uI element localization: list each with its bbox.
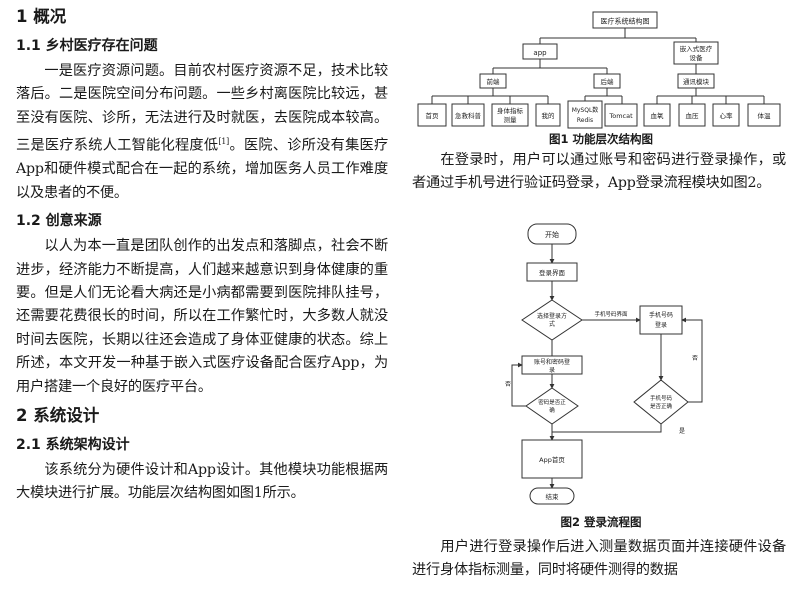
leaf-hr bbox=[712, 103, 740, 127]
node-embedded-label-2: 设备 bbox=[690, 53, 704, 62]
flow-verify-phone-1: 手机号码 bbox=[650, 394, 673, 402]
subsection-heading-1-2: 1.2 创意来源 bbox=[16, 213, 102, 230]
paragraph-rural-problems: 一是医疗资源问题。目前农村医疗资源不足，技术比较落后。二是医院空间分布问题。一些… bbox=[16, 60, 388, 205]
flow-choose-method bbox=[521, 299, 583, 341]
leaf-temp-label: 体温 bbox=[758, 111, 772, 120]
node-embedded-label-1: 嵌入式医疗 bbox=[680, 44, 713, 53]
leaf-home-label: 首页 bbox=[426, 111, 440, 120]
flow-account-login-1: 账号和密码登 bbox=[534, 358, 570, 366]
leaf-spo2-label: 血氧 bbox=[651, 111, 665, 120]
right-column: 医疗系统结构图 app 嵌入式医疗 设备 前端 后端 通讯模块 首页 bbox=[412, 0, 790, 590]
leaf-tomcat bbox=[604, 103, 638, 127]
flow-phone-login-2: 登录 bbox=[655, 321, 667, 329]
paragraph-architecture: 该系统分为硬件设计和App设计。其他模块功能根据两大模块进行扩展。功能层次结构图… bbox=[16, 462, 388, 502]
paragraph-measurement: 用户进行登录操作后进入测量数据页面并连接硬件设备进行身体指标测量，同时将硬件测得… bbox=[412, 539, 786, 579]
flow-start-label: 开始 bbox=[545, 230, 559, 239]
leaf-measure bbox=[491, 103, 529, 127]
node-comm-label: 通讯模块 bbox=[683, 77, 710, 86]
flow-phone-login-1: 手机号码 bbox=[649, 311, 673, 319]
flow-verify-pwd-2: 确 bbox=[549, 406, 555, 414]
paragraph-text: 一是医疗资源问题。目前农村医疗资源不足，技术比较落后。二是医院空间分布问题。一些… bbox=[16, 63, 388, 154]
paragraph-idea-source: 以人为本一直是团队创作的出发点和落脚点，社会不断进步，经济能力不断提高，人们越来… bbox=[16, 238, 388, 395]
flow-verify-phone-2: 是否正确 bbox=[650, 402, 673, 410]
section-heading-1: 1 概况 bbox=[16, 7, 67, 26]
mid-text-wrap: 在登录时，用户可以通过账号和密码进行登录操作，或者通过手机号进行验证码登录，Ap… bbox=[412, 149, 786, 196]
leaf-home bbox=[417, 103, 447, 127]
flow-app-home bbox=[521, 439, 583, 479]
leaf-mysql-label-2: Redis bbox=[577, 117, 593, 124]
leaf-mine-label: 我的 bbox=[542, 111, 556, 120]
flow-verify-phone bbox=[633, 379, 689, 425]
flow-choose-label-1: 选择登录方 bbox=[537, 312, 567, 320]
flow-phone-edge-label: 手机号码界面 bbox=[594, 310, 628, 318]
flow-app-home-label: App首页 bbox=[539, 455, 565, 464]
figure-2-caption: 图2 登录流程图 bbox=[560, 515, 642, 529]
leaf-bp bbox=[678, 103, 706, 127]
flow-phone-yes: 是 bbox=[679, 428, 685, 435]
leaf-mine bbox=[535, 103, 561, 127]
flow-phone-no: 否 bbox=[692, 355, 698, 362]
flow-account-login-2: 录 bbox=[549, 366, 555, 374]
flow-login-page-label: 登录界面 bbox=[539, 268, 566, 277]
flow-end bbox=[529, 487, 575, 505]
leaf-spo2 bbox=[643, 103, 671, 127]
leaf-hr-label: 心率 bbox=[720, 111, 734, 120]
node-root-label: 医疗系统结构图 bbox=[601, 17, 650, 26]
figure-2-flowchart: 开始 登录界面 选择登录方 式 手机号码界面 手机号码 登录 手机号码 是否正确… bbox=[505, 223, 703, 505]
leaf-measure-label-2: 测量 bbox=[504, 116, 518, 124]
leaf-tomcat-label: Tomcat bbox=[608, 112, 633, 120]
bottom-text-wrap: 用户进行登录操作后进入测量数据页面并连接硬件设备进行身体指标测量，同时将硬件测得… bbox=[412, 536, 786, 583]
leaf-firstaid bbox=[451, 103, 485, 127]
flow-verify-pwd-1: 密码是否正 bbox=[538, 398, 566, 406]
flow-end-label: 结束 bbox=[546, 492, 560, 501]
node-frontend-label: 前端 bbox=[487, 77, 501, 86]
leaf-temp bbox=[747, 103, 781, 127]
figure-1-caption: 图1 功能层次结构图 bbox=[548, 132, 653, 146]
leaf-mysql bbox=[567, 100, 603, 129]
paragraph-login-intro: 在登录时，用户可以通过账号和密码进行登录操作，或者通过手机号进行验证码登录，Ap… bbox=[412, 152, 786, 192]
leaf-bp-label: 血压 bbox=[686, 111, 700, 120]
flow-verify-pwd bbox=[525, 387, 579, 425]
leaf-firstaid-label: 急救科普 bbox=[455, 111, 482, 120]
subsection-heading-1-1: 1.1 乡村医疗存在问题 bbox=[16, 38, 158, 54]
leaf-mysql-label-1: MySQL数 bbox=[572, 106, 599, 114]
leaf-measure-label-1: 身体指标 bbox=[497, 106, 524, 115]
node-app-label: app bbox=[533, 49, 547, 57]
figure-1-hierarchy: 医疗系统结构图 app 嵌入式医疗 设备 前端 后端 通讯模块 首页 bbox=[417, 11, 781, 129]
node-backend-label: 后端 bbox=[601, 77, 615, 86]
flow-phone-login bbox=[639, 305, 683, 335]
flow-pwd-no: 否 bbox=[505, 381, 511, 388]
left-column: 1 概况 1.1 乡村医疗存在问题 一是医疗资源问题。目前农村医疗资源不足，技术… bbox=[16, 6, 388, 512]
section-heading-2: 2 系统设计 bbox=[16, 406, 100, 426]
flow-choose-label-2: 式 bbox=[549, 320, 555, 328]
subsection-heading-2-1: 2.1 系统架构设计 bbox=[16, 437, 130, 454]
citation: [1] bbox=[218, 137, 230, 147]
paragraph-text: 。医院、诊所没有集医疗App和硬件模式配合在一起的系统，增加医务人员工作难度以及… bbox=[16, 137, 388, 201]
